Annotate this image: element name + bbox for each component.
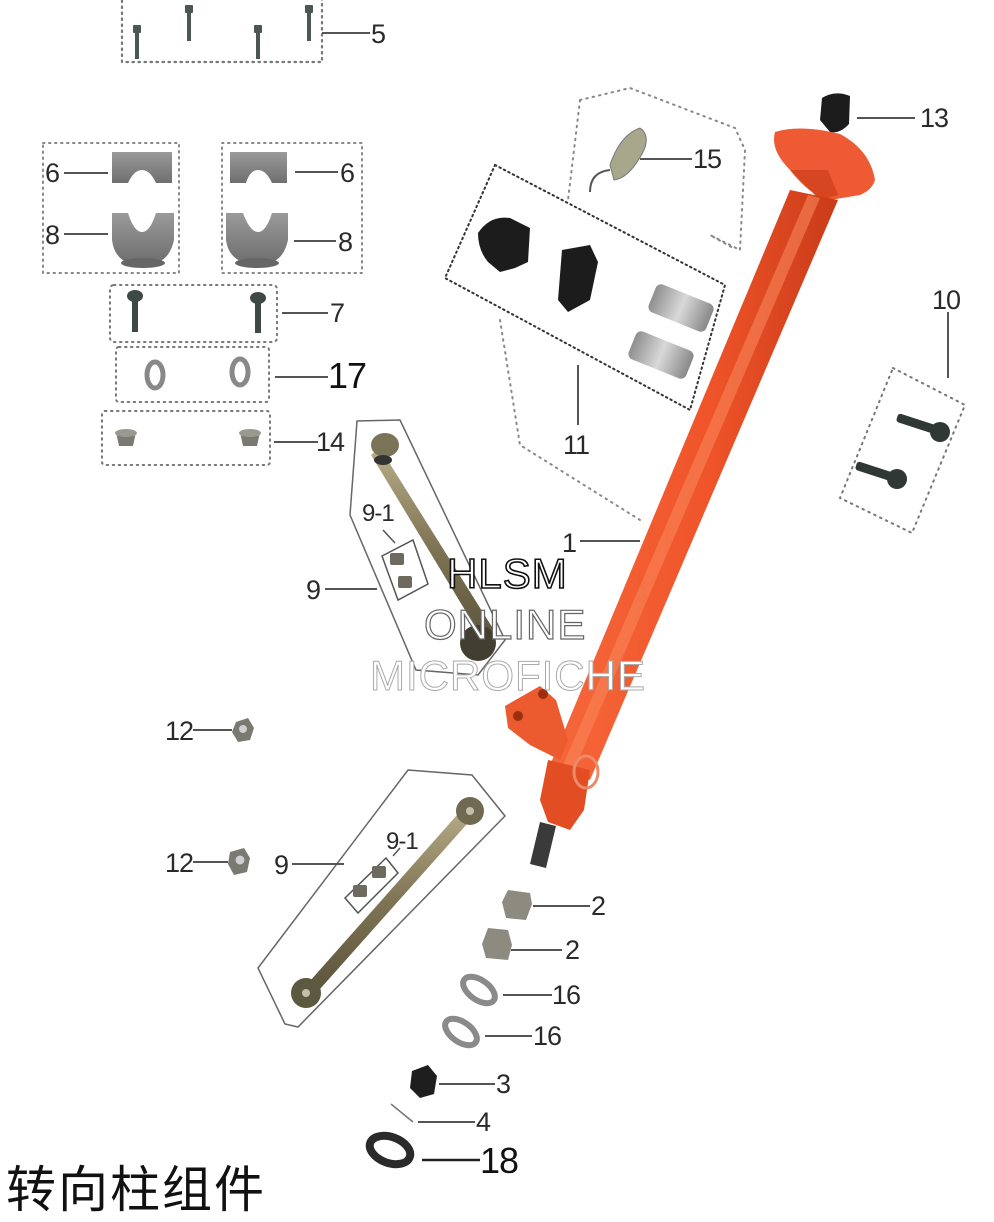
callout-2: 2 bbox=[565, 935, 580, 965]
callout-12: 12 bbox=[165, 716, 194, 746]
callout-8: 8 bbox=[338, 227, 353, 257]
bushing-kit-group bbox=[443, 163, 727, 521]
cap-screws-group bbox=[120, 0, 370, 64]
tie-rod-lower bbox=[257, 769, 507, 1028]
lock-plate-group bbox=[567, 86, 747, 252]
lower-stack bbox=[365, 890, 590, 1169]
callout-1: 1 bbox=[562, 528, 577, 558]
callout-18: 18 bbox=[480, 1140, 519, 1181]
callout-6: 6 bbox=[45, 158, 60, 188]
callout-6: 6 bbox=[340, 158, 355, 188]
callout-14: 14 bbox=[316, 427, 345, 457]
callout-11: 11 bbox=[563, 430, 590, 460]
watermark-line-1: HLSM bbox=[446, 550, 568, 597]
callout-10: 10 bbox=[932, 285, 961, 315]
callout-5: 5 bbox=[371, 19, 386, 49]
callout-9: 9 bbox=[306, 575, 321, 605]
callout-4: 4 bbox=[476, 1107, 491, 1137]
hex-flange-bolts-group bbox=[838, 312, 967, 535]
callout-15: 15 bbox=[693, 144, 722, 174]
diagram-title: 转向柱组件 bbox=[6, 1161, 266, 1219]
rubber-cap bbox=[820, 93, 915, 133]
callout-7: 7 bbox=[330, 298, 345, 328]
callout-8: 8 bbox=[45, 220, 60, 250]
flange-nuts-group bbox=[101, 410, 318, 466]
callout-17: 17 bbox=[328, 355, 367, 396]
callout-16: 16 bbox=[533, 1021, 562, 1051]
callout-9-1: 9-1 bbox=[362, 500, 395, 527]
callout-13: 13 bbox=[920, 103, 949, 133]
watermark-line-3: MICROFICHE bbox=[370, 652, 646, 699]
clamp-group-right bbox=[221, 142, 363, 274]
clamp-group-left bbox=[42, 142, 180, 274]
callout-9: 9 bbox=[274, 850, 289, 880]
callout-12: 12 bbox=[165, 848, 194, 878]
washers-group bbox=[115, 346, 328, 403]
callout-16: 16 bbox=[552, 980, 581, 1010]
flange-bolts-group bbox=[109, 284, 328, 343]
lock-nuts bbox=[193, 718, 254, 875]
callout-9-1: 9-1 bbox=[386, 828, 419, 855]
watermark-line-2: ONLINE bbox=[423, 601, 587, 648]
tie-rod-upper bbox=[325, 419, 506, 676]
callout-3: 3 bbox=[496, 1069, 511, 1099]
steering-column bbox=[505, 128, 875, 868]
callout-2: 2 bbox=[591, 891, 606, 921]
